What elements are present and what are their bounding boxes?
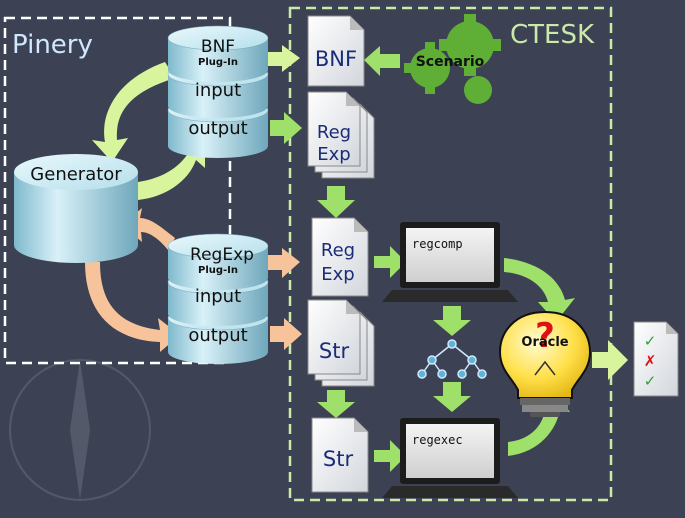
regexp-gen-line1: Reg (317, 122, 351, 143)
scenario-gears: Scenario (404, 14, 501, 104)
parse-tree-icon (417, 339, 487, 379)
str-documents-stacked: Str (307, 299, 375, 387)
regexp-plugin-input: input (195, 286, 241, 307)
arrow-oracle-to-report (592, 340, 628, 380)
regexp-doc-line1: Reg (321, 240, 355, 261)
bnf-document: BNF (307, 15, 365, 87)
oracle-label: Oracle (521, 335, 568, 350)
curved-arrow-regcomp-to-oracle (504, 258, 575, 322)
str-doc-stacked-label: Str (319, 339, 350, 363)
report-check-1: ✓ (644, 332, 657, 350)
bnf-plugin-stack: BNF Plug-In input output (167, 25, 269, 158)
regexp-gen-line2: Exp (317, 144, 350, 165)
regexp-generated-documents: Reg Exp (307, 91, 375, 179)
oracle-question-mark: ? (535, 316, 555, 356)
str-document: Str (311, 417, 369, 493)
pinery-region-box (3, 16, 232, 365)
bnf-plugin-output: output (188, 118, 247, 139)
bnf-plugin-subtitle: Plug-In (198, 57, 238, 68)
ctesk-label: CTESK (510, 20, 595, 50)
regexp-plugin-stack: RegExp Plug-In input output (167, 233, 269, 364)
regexp-plugin-subtitle: Plug-In (198, 265, 238, 276)
regexp-plugin-output: output (188, 325, 247, 346)
arrow-regexp-to-regcomp (374, 246, 406, 278)
oracle-bulb: ? Oracle (498, 310, 592, 417)
arrow-bnf-doc-to-plugin (268, 45, 300, 72)
arrow-bnf-output-to-regexp-doc (270, 112, 302, 144)
arrow-regexp-doc-to-plugin (268, 248, 300, 278)
regexp-doc-line2: Exp (321, 264, 354, 285)
regexp-document: Reg Exp (311, 217, 369, 297)
str-doc-label: Str (323, 447, 354, 471)
regcomp-screen-text: regcomp (412, 237, 463, 251)
regexec-screen-text: regexec (412, 433, 463, 447)
generator-cylinder: Generator (14, 154, 138, 263)
regexec-laptop: regexec (382, 418, 518, 498)
background-compass-watermark (9, 359, 151, 501)
generator-label: Generator (30, 164, 122, 185)
report-document: ✓ ✗ ✓ (633, 321, 679, 397)
bnf-plugin-input: input (195, 80, 241, 101)
arrow-tree-to-regexec (433, 382, 471, 412)
ctesk-region-box (288, 6, 613, 502)
arrow-down-to-regexp-doc (317, 186, 355, 218)
arrow-regcomp-to-tree (433, 306, 471, 336)
arrow-scenario-to-bnf-doc (364, 46, 400, 76)
pinery-label: Pinery (12, 30, 93, 60)
scenario-label: Scenario (416, 54, 485, 70)
arrow-regexp-output-to-str-doc (270, 318, 302, 350)
report-check-2: ✓ (644, 372, 657, 390)
bnf-doc-label: BNF (315, 47, 357, 71)
curved-arrow-generator-to-regexp-output (85, 262, 180, 352)
regexp-plugin-title: RegExp (190, 245, 254, 265)
regcomp-laptop: regcomp (382, 222, 518, 302)
curved-arrow-bnf-to-generator (92, 62, 175, 162)
report-cross: ✗ (644, 352, 657, 370)
arrow-down-to-str-doc (317, 390, 355, 418)
bnf-plugin-title: BNF (201, 37, 235, 57)
arrow-str-to-regexec (374, 440, 406, 472)
